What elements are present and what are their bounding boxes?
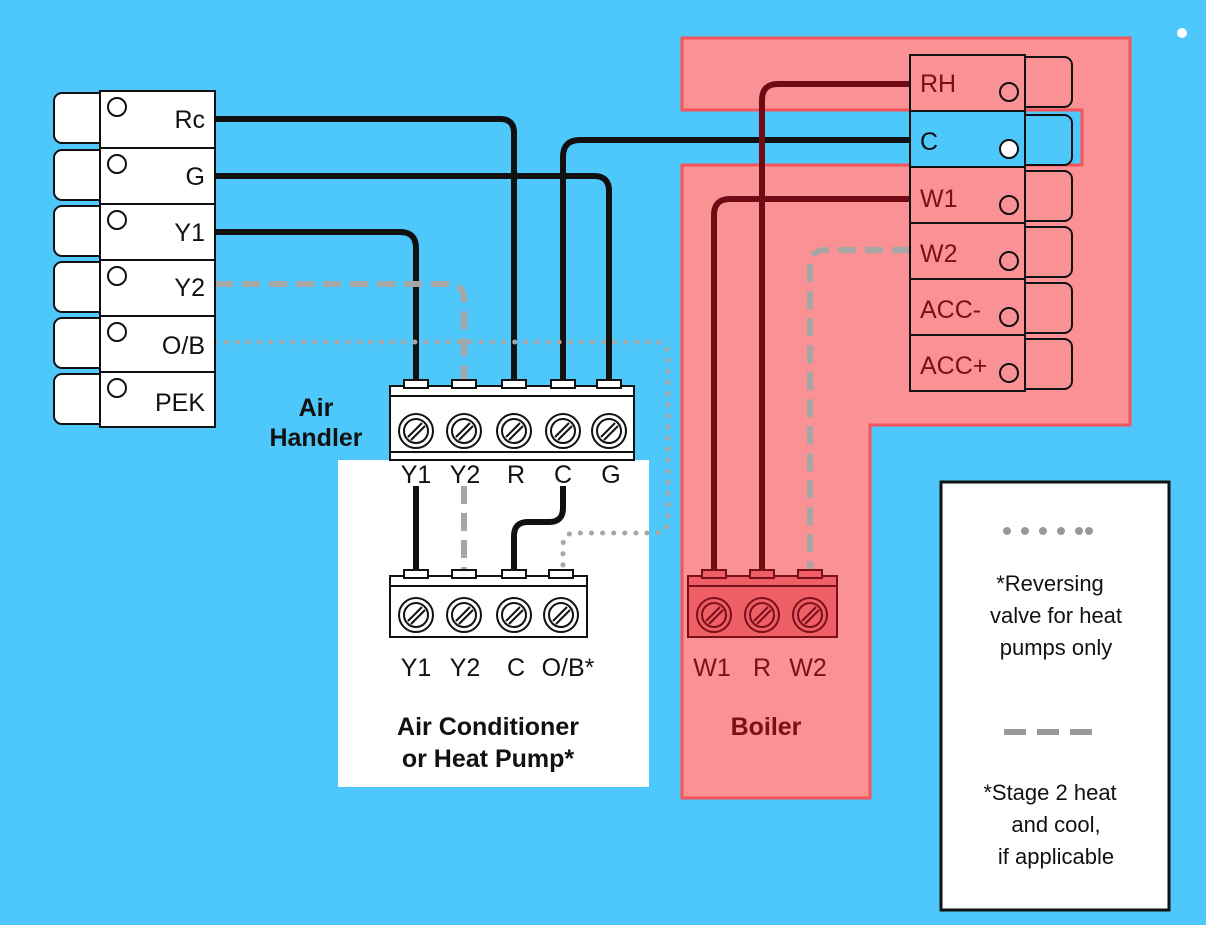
air-handler-title-1: Air	[299, 394, 334, 422]
left-terminal-label-pek: PEK	[155, 389, 205, 417]
boiler-label-r: R	[753, 654, 771, 682]
boiler-label-w1: W1	[693, 654, 731, 682]
wire-y1	[215, 229, 419, 386]
left-terminal-row-y2	[53, 259, 216, 318]
air-handler-screws	[398, 413, 627, 449]
air-handler-label-y1: Y1	[401, 461, 432, 489]
ac-title-2: or Heat Pump*	[402, 745, 575, 773]
right-terminal-label-w1: W1	[920, 185, 958, 213]
left-terminal-label-g: G	[186, 163, 205, 191]
ac-label-y1: Y1	[401, 654, 432, 682]
boiler-screws	[696, 597, 828, 633]
wire-w1	[711, 196, 910, 576]
air-handler-label-y2: Y2	[450, 461, 481, 489]
wire-g	[215, 173, 612, 386]
air-handler-label-c: C	[554, 461, 572, 489]
left-terminal-row-rc	[53, 90, 216, 149]
wire-y2	[215, 281, 467, 386]
legend-dashed-text-1: *Stage 2 heat	[983, 780, 1116, 805]
air-handler-label-r: R	[507, 461, 525, 489]
right-terminal-row-acc-minus	[909, 278, 1073, 336]
wire-rc	[215, 116, 517, 386]
left-terminal-row-y1	[53, 203, 216, 262]
wire-rh	[759, 81, 910, 576]
legend-dotted-text-2: valve for heat	[990, 603, 1122, 628]
left-terminal-row-pek	[53, 371, 216, 428]
legend-dashed-text-2: and cool,	[1011, 812, 1100, 837]
wire-c	[560, 137, 910, 386]
wire-w2	[807, 247, 910, 576]
corner-dot	[1177, 28, 1187, 38]
boiler-title: Boiler	[731, 713, 802, 741]
legend-dotted-sample	[1003, 527, 1093, 535]
ac-screws	[398, 597, 579, 633]
left-terminal-label-y2: Y2	[174, 274, 205, 302]
left-terminal-block: Rc G Y1 Y2 O/B PEK	[53, 90, 216, 428]
wire-ah-ac-c	[511, 486, 566, 576]
legend-dotted-text-3: pumps only	[1000, 635, 1113, 660]
right-terminal-row-w1	[909, 166, 1073, 224]
legend-dashed-text-3: if applicable	[998, 844, 1114, 869]
legend-box	[939, 480, 1171, 912]
air-handler-title-2: Handler	[269, 424, 362, 452]
right-terminal-label-acc-plus: ACC+	[920, 352, 987, 380]
air-handler-block	[389, 379, 635, 461]
right-terminal-block: RH C W1 W2 ACC- ACC+	[909, 54, 1073, 392]
right-terminal-row-rh	[909, 54, 1073, 112]
boiler-label-w2: W2	[789, 654, 827, 682]
right-terminal-label-w2: W2	[920, 240, 958, 268]
ac-label-ob: O/B*	[542, 654, 595, 682]
right-terminal-row-c	[909, 110, 1073, 168]
right-terminal-row-acc-plus	[909, 334, 1073, 392]
right-terminal-row-w2	[909, 222, 1073, 280]
legend-dotted-text-1: *Reversing	[996, 571, 1104, 596]
boiler-block	[687, 569, 838, 638]
right-terminal-label-acc-minus: ACC-	[920, 296, 981, 324]
ac-label-y2: Y2	[450, 654, 481, 682]
air-handler-label-g: G	[601, 461, 620, 489]
ac-title-1: Air Conditioner	[397, 713, 579, 741]
right-terminal-label-rh: RH	[920, 70, 956, 98]
right-terminal-label-c: C	[920, 128, 938, 156]
ac-label-c: C	[507, 654, 525, 682]
left-terminal-label-rc: Rc	[174, 106, 205, 134]
ac-block	[389, 569, 588, 638]
left-terminal-label-ob: O/B	[162, 332, 205, 360]
left-terminal-label-y1: Y1	[174, 219, 205, 247]
left-terminal-row-g	[53, 147, 216, 206]
